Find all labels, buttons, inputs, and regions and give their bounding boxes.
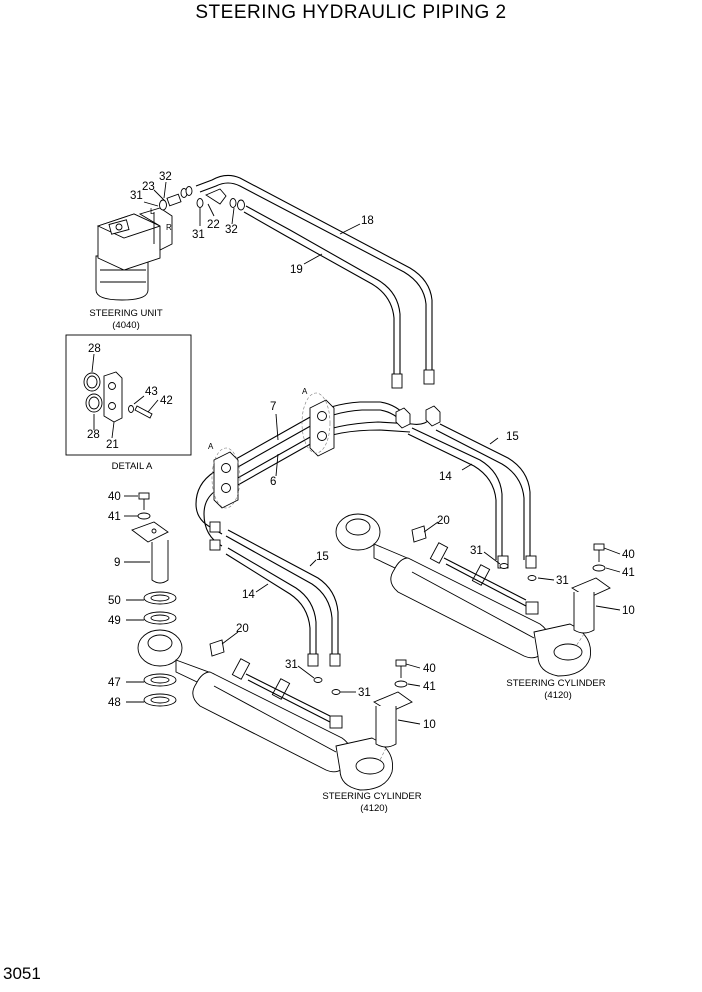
right-cyl-ref: (4120)	[544, 690, 571, 701]
callout-40: 40	[108, 491, 121, 503]
callout-numbers: 32 23 31 22 31 32 18 19 28 43 42 28 21 7…	[87, 171, 635, 731]
page-title: STEERING HYDRAULIC PIPING 2	[195, 2, 507, 23]
port-r-label: R	[166, 223, 172, 232]
detail-a-caption: DETAIL A	[112, 461, 153, 472]
callout-31: 31	[470, 545, 483, 557]
detail-a-clamp	[83, 371, 153, 423]
callout-28: 28	[87, 429, 100, 441]
callout-40: 40	[622, 549, 635, 561]
left-cyl-ref: (4120)	[360, 803, 387, 814]
right-cyl-caption: STEERING CYLINDER	[506, 678, 605, 689]
callout-9: 9	[114, 557, 120, 569]
callout-43: 43	[145, 386, 158, 398]
detail-a-frame	[65, 334, 192, 456]
pipes-6-7	[195, 399, 441, 547]
callout-14: 14	[439, 471, 452, 483]
callout-41: 41	[108, 511, 121, 523]
callout-20: 20	[236, 623, 249, 635]
left-cyl-caption: STEERING CYLINDER	[322, 791, 421, 802]
unit-fittings	[159, 186, 245, 211]
callout-40: 40	[423, 663, 436, 675]
view-a-left-circle	[211, 447, 241, 509]
callout-32: 32	[225, 224, 238, 236]
right-steering-cylinder	[335, 513, 592, 677]
callout-50: 50	[108, 595, 121, 607]
callout-31: 31	[358, 687, 371, 699]
callout-18: 18	[361, 215, 374, 227]
steering-unit-caption: STEERING UNIT	[89, 308, 163, 319]
callout-19: 19	[290, 264, 303, 276]
callout-21: 21	[106, 439, 119, 451]
callout-47: 47	[108, 677, 121, 689]
callout-20: 20	[437, 515, 450, 527]
callout-28: 28	[88, 343, 101, 355]
left-cyl-hardware	[313, 659, 413, 761]
callout-31: 31	[192, 229, 205, 241]
callout-49: 49	[108, 615, 121, 627]
hose-19	[243, 205, 403, 389]
hose-18	[195, 174, 435, 385]
left-steering-cylinder	[137, 629, 394, 791]
port-l-label: L	[150, 207, 155, 216]
view-a-right-label: A	[302, 387, 308, 396]
leader-lines	[91, 181, 621, 725]
steering-unit-ref: (4040)	[112, 320, 139, 331]
callout-42: 42	[160, 395, 173, 407]
callout-31: 31	[130, 190, 143, 202]
steering-unit	[95, 207, 173, 301]
callout-32: 32	[159, 171, 172, 183]
callout-22: 22	[207, 219, 220, 231]
callout-14: 14	[242, 589, 255, 601]
view-a-right-circle	[301, 392, 331, 454]
callout-31: 31	[556, 575, 569, 587]
view-a-left-label: A	[208, 442, 214, 451]
callout-41: 41	[622, 567, 635, 579]
left-stack-parts	[131, 492, 177, 707]
callout-48: 48	[108, 697, 121, 709]
callout-15: 15	[316, 551, 329, 563]
callout-31: 31	[285, 659, 298, 671]
right-cyl-hardware	[499, 543, 611, 647]
page-number: 3051	[3, 964, 41, 983]
callout-15: 15	[506, 431, 519, 443]
callout-23: 23	[142, 181, 155, 193]
hoses-14-15-right	[407, 423, 537, 569]
callout-10: 10	[622, 605, 635, 617]
callout-7: 7	[270, 401, 276, 413]
callout-41: 41	[423, 681, 436, 693]
hoses-14-15-left	[209, 521, 341, 667]
callout-6: 6	[270, 476, 276, 488]
callout-10: 10	[423, 719, 436, 731]
